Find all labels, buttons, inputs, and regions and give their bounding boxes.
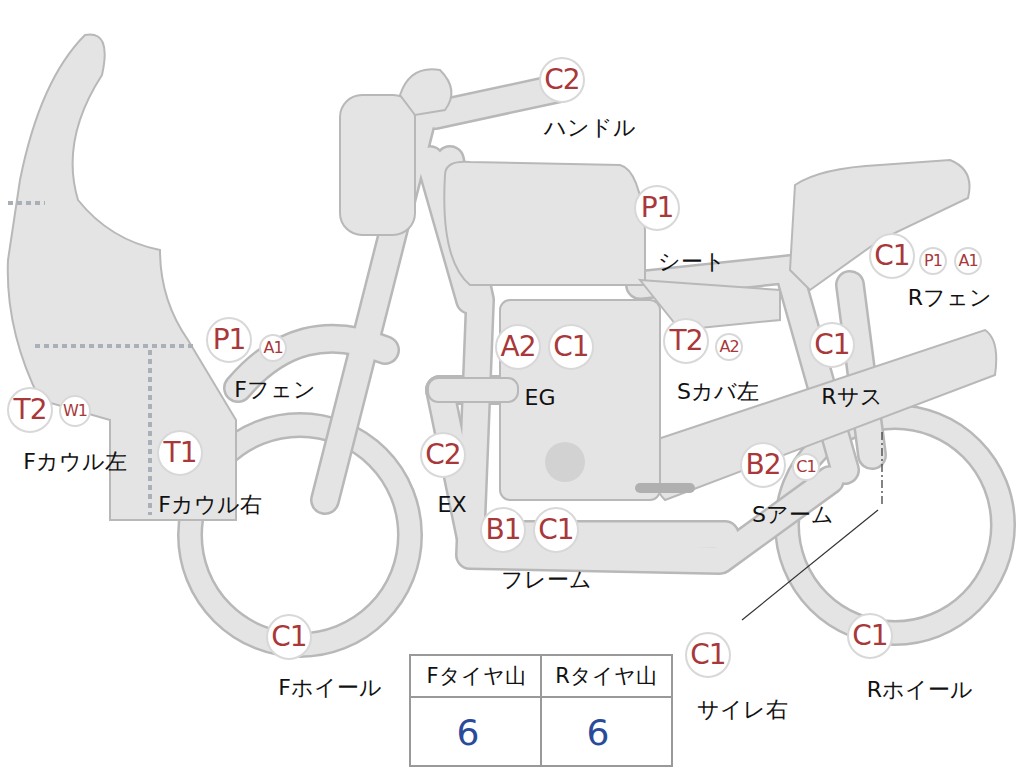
part-label: ハンドル: [544, 116, 636, 140]
callout-code: T2: [14, 396, 47, 424]
callout-circle: C2: [539, 57, 585, 103]
callout-circle: A1: [259, 334, 287, 362]
callout-code: B1: [485, 516, 520, 544]
callout-code: C2: [544, 66, 579, 94]
part-label: フレーム: [501, 568, 592, 592]
part-label: Rホイール: [867, 678, 973, 702]
callout-code: C1: [553, 333, 588, 361]
callout-circle: W1: [59, 395, 91, 427]
table-header: Rタイヤ山: [555, 665, 657, 688]
callout-code: T1: [164, 439, 197, 467]
part-label: サイレ右: [697, 698, 788, 722]
callout-code: B2: [745, 451, 780, 479]
callout-code: A1: [958, 253, 977, 269]
callout-code: C1: [814, 331, 849, 359]
callout-circle: C1: [792, 453, 820, 481]
callout-circle: P1: [919, 247, 947, 275]
part-label: Rフェン: [908, 286, 992, 310]
part-label: Fカウル右: [158, 493, 262, 517]
part-label: Sアーム: [752, 503, 834, 527]
callout-circle: A1: [954, 247, 982, 275]
callout-code: A2: [501, 333, 536, 361]
callout-circle: A2: [715, 333, 743, 361]
callout-code: C1: [874, 242, 909, 270]
callout-circle: C1: [533, 507, 579, 553]
callout-circle: T2: [663, 318, 709, 364]
part-label: EX: [438, 493, 467, 517]
callout-code: C2: [425, 441, 460, 469]
callout-code: P1: [924, 253, 942, 269]
part-label: EG: [525, 386, 556, 410]
callout-code: C1: [796, 459, 815, 475]
callout-circle: A2: [495, 324, 541, 370]
callout-circle: T1: [157, 430, 203, 476]
callout-circle: C1: [847, 613, 893, 659]
callout-code: A1: [263, 340, 282, 356]
callout-circle: C1: [548, 324, 594, 370]
callout-code: C1: [538, 516, 573, 544]
callout-circle: P1: [634, 185, 680, 231]
table-header: Fタイヤ山: [426, 665, 525, 688]
callout-code: C1: [852, 622, 887, 650]
callout-circle: C1: [869, 233, 915, 279]
callout-code: P1: [213, 326, 246, 354]
part-label: Fフェン: [234, 378, 316, 402]
callout-code: T2: [670, 327, 703, 355]
table-value: 6: [587, 713, 610, 753]
part-label: Fホイール: [278, 676, 382, 700]
callout-circle: B1: [480, 507, 526, 553]
callout-code: C1: [690, 641, 725, 669]
part-label: シート: [658, 250, 726, 274]
part-label: Rサス: [821, 385, 882, 409]
callout-code: P1: [641, 194, 674, 222]
part-label: Fカウル左: [23, 450, 127, 474]
callout-circle: T2: [7, 387, 53, 433]
callout-code: W1: [63, 403, 87, 419]
table-value: 6: [457, 713, 480, 753]
part-label: Sカバ左: [677, 380, 759, 404]
callout-code: A2: [719, 339, 738, 355]
callout-circle: B2: [740, 442, 786, 488]
callout-circle: C1: [685, 632, 731, 678]
callout-code: C1: [271, 623, 306, 651]
callout-circle: C1: [266, 614, 312, 660]
callout-circle: C2: [420, 432, 466, 478]
callout-circle: C1: [809, 322, 855, 368]
callout-circle: P1: [206, 317, 252, 363]
